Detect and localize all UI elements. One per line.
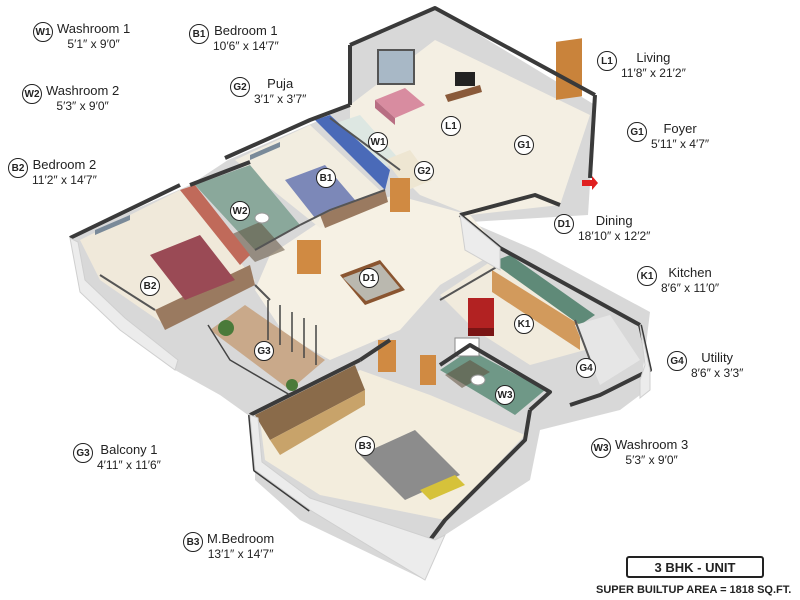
- inner-walls: [99, 117, 591, 361]
- bed3: [360, 430, 460, 500]
- legend-code: L1: [597, 51, 617, 71]
- room-dimension: 18′10″ x 12′2″: [578, 229, 651, 243]
- marker-d1: D1: [359, 268, 379, 288]
- red-accent-wall: [180, 185, 250, 265]
- room-dimension: 3′1″ x 3′7″: [254, 92, 307, 106]
- marker-g4: G4: [576, 358, 596, 378]
- door-dining: [297, 240, 321, 274]
- room-name: Bedroom 2: [32, 157, 97, 172]
- balcony-railing: [207, 300, 317, 396]
- marker-w1: W1: [368, 132, 388, 152]
- door-foyer: [556, 38, 582, 100]
- room-name: Utility: [701, 350, 734, 365]
- room-dimension: 5′3″ x 9′0″: [625, 453, 678, 467]
- wall-faces: [69, 213, 651, 581]
- kitchen-counter: [492, 255, 595, 325]
- legend-code: G1: [627, 122, 647, 142]
- room-name: M.Bedroom: [207, 531, 275, 546]
- legend-code: B3: [183, 532, 203, 552]
- marker-b1: B1: [316, 168, 336, 188]
- room-dimension: 5′1″ x 9′0″: [67, 37, 120, 51]
- fridge-icon: [468, 298, 494, 336]
- sofa-icon: [375, 88, 425, 125]
- door-w3: [420, 355, 436, 385]
- marker-g1: G1: [514, 135, 534, 155]
- entry-arrow-icon: [582, 176, 598, 190]
- legend-code: G3: [73, 443, 93, 463]
- legend-code: K1: [637, 266, 657, 286]
- room-dimension: 5′3″ x 9′0″: [56, 99, 109, 113]
- washroom2-tiles: [230, 222, 285, 262]
- bed1: [285, 165, 355, 218]
- marker-g2: G2: [414, 161, 434, 181]
- super-builtup-area: SUPER BUILTUP AREA = 1818 SQ.FT.: [596, 584, 792, 596]
- blue-accent-wall: [315, 115, 390, 190]
- unit-type-label: 3 BHK - UNIT: [626, 556, 764, 578]
- marker-b2: B2: [140, 276, 160, 296]
- room-name: Washroom 2: [46, 83, 120, 98]
- door-mbed: [378, 340, 396, 372]
- marker-k1: K1: [514, 314, 534, 334]
- room-name: Washroom 1: [57, 21, 131, 36]
- room-dimension: 11′8″ x 21′2″: [621, 66, 686, 80]
- room-dimension: 8′6″ x 11′0″: [661, 281, 720, 295]
- legend-code: D1: [554, 214, 574, 234]
- room-dimension: 13′1″ x 14′7″: [207, 547, 274, 561]
- marker-w2: W2: [230, 201, 250, 221]
- room-dimension: 10′6″ x 14′7″: [213, 39, 279, 53]
- room-dimension: 5′11″ x 4′7″: [651, 137, 710, 151]
- windows: [95, 49, 415, 235]
- bed1-wardrobe: [320, 190, 388, 228]
- door-puja: [390, 178, 410, 212]
- legend-code: B2: [8, 158, 28, 178]
- room-dimension: 4′11″ x 11′6″: [97, 458, 161, 472]
- plant-icon: [218, 320, 298, 391]
- furniture: [150, 72, 494, 500]
- room-dimension: 11′2″ x 14′7″: [32, 173, 97, 187]
- legend-code: G2: [230, 77, 250, 97]
- room-name: Living: [636, 50, 671, 65]
- washroom3-tiles: [445, 360, 490, 388]
- room-name: Foyer: [663, 121, 697, 136]
- kitchen-floor: [440, 262, 585, 365]
- marker-b3: B3: [355, 436, 375, 456]
- marker-w3: W3: [495, 385, 515, 405]
- mbed-wardrobe-base: [270, 390, 365, 455]
- marker-g3: G3: [254, 341, 274, 361]
- tv-icon: [445, 72, 482, 102]
- bed-icon: [150, 165, 465, 500]
- legend-code: G4: [667, 351, 687, 371]
- room-dimension: 8′6″ x 3′3″: [691, 366, 744, 380]
- utility-floor: [575, 315, 640, 385]
- legend-code: B1: [189, 24, 209, 44]
- bed3-pillows: [420, 475, 465, 500]
- room-name: Dining: [595, 213, 633, 228]
- room-name: Puja: [267, 76, 294, 91]
- legend-code: W1: [33, 22, 53, 42]
- bed2: [150, 235, 235, 300]
- kitchen-cabinets: [492, 270, 580, 350]
- room-name: Washroom 3: [615, 437, 689, 452]
- marker-l1: L1: [441, 116, 461, 136]
- legend-code: W2: [22, 84, 42, 104]
- room-name: Bedroom 1: [214, 23, 278, 38]
- legend-code: W3: [591, 438, 611, 458]
- mbed-wardrobe: [255, 365, 365, 440]
- room-name: Balcony 1: [100, 442, 158, 457]
- room-name: Kitchen: [668, 265, 712, 280]
